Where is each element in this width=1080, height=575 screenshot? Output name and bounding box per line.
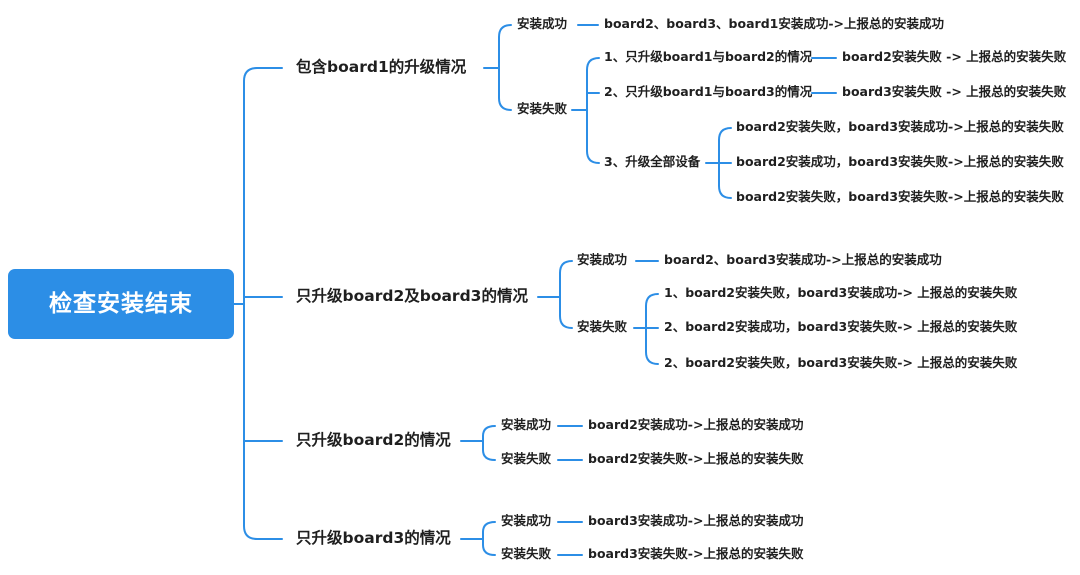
b1-case1-node[interactable]: 1、只升级board1与board2的情况 [604, 49, 813, 64]
b1-case3-result-2[interactable]: board2安装成功，board3安装失败->上报总的安装失败 [736, 154, 1064, 169]
bracket-b4 [482, 521, 496, 556]
b2-fail-node[interactable]: 安装失败 [577, 319, 628, 334]
b2-success-node[interactable]: 安装成功 [577, 252, 628, 267]
b1-case3-result-3[interactable]: board2安装失败，board3安装失败->上报总的安装失败 [736, 189, 1064, 204]
b3-success-result[interactable]: board2安装成功->上报总的安装成功 [588, 417, 804, 432]
b3-fail-node[interactable]: 安装失败 [501, 451, 552, 466]
b3-fail-result[interactable]: board2安装失败->上报总的安装失败 [588, 451, 804, 466]
b1-case3-result-1[interactable]: board2安装失败，board3安装成功->上报总的安装失败 [736, 119, 1064, 134]
b2-fail-result-3[interactable]: 2、board2安装失败，board3安装失败-> 上报总的安装失败 [664, 355, 1018, 370]
bracket-b2 [559, 260, 573, 329]
branch-board3[interactable]: 只升级board3的情况 [296, 529, 451, 547]
branch-board1[interactable]: 包含board1的升级情况 [296, 58, 467, 76]
b1-case3-node[interactable]: 3、升级全部设备 [604, 154, 701, 169]
spine-level1 [243, 67, 258, 540]
b2-success-result[interactable]: board2、board3安装成功->上报总的安装成功 [664, 252, 942, 267]
b4-fail-node[interactable]: 安装失败 [501, 546, 552, 561]
b2-fail-result-1[interactable]: 1、board2安装失败，board3安装成功-> 上报总的安装失败 [664, 285, 1018, 300]
connector-group [233, 24, 837, 556]
b1-success-result[interactable]: board2、board3、board1安装成功->上报总的安装成功 [604, 16, 945, 31]
b1-case2-result[interactable]: board3安装失败 -> 上报总的安装失败 [842, 84, 1067, 99]
b1-success-node[interactable]: 安装成功 [517, 16, 568, 31]
bracket-b3 [482, 425, 496, 461]
b4-success-node[interactable]: 安装成功 [501, 513, 552, 528]
b4-fail-result[interactable]: board3安装失败->上报总的安装失败 [588, 546, 804, 561]
b1-case1-result[interactable]: board2安装失败 -> 上报总的安装失败 [842, 49, 1067, 64]
root-node[interactable]: 检查安装结束 [8, 269, 234, 339]
branch-board2-board3[interactable]: 只升级board2及board3的情况 [296, 287, 528, 305]
b1-fail-node[interactable]: 安装失败 [517, 101, 568, 116]
b2-fail-result-2[interactable]: 2、board2安装成功，board3安装失败-> 上报总的安装失败 [664, 319, 1018, 334]
b4-success-result[interactable]: board3安装成功->上报总的安装成功 [588, 513, 804, 528]
b3-success-node[interactable]: 安装成功 [501, 417, 552, 432]
bracket-b1-fail [586, 57, 600, 164]
bracket-b1 [498, 24, 512, 111]
branch-board2[interactable]: 只升级board2的情况 [296, 431, 451, 449]
b1-case2-node[interactable]: 2、只升级board1与board3的情况 [604, 84, 813, 99]
